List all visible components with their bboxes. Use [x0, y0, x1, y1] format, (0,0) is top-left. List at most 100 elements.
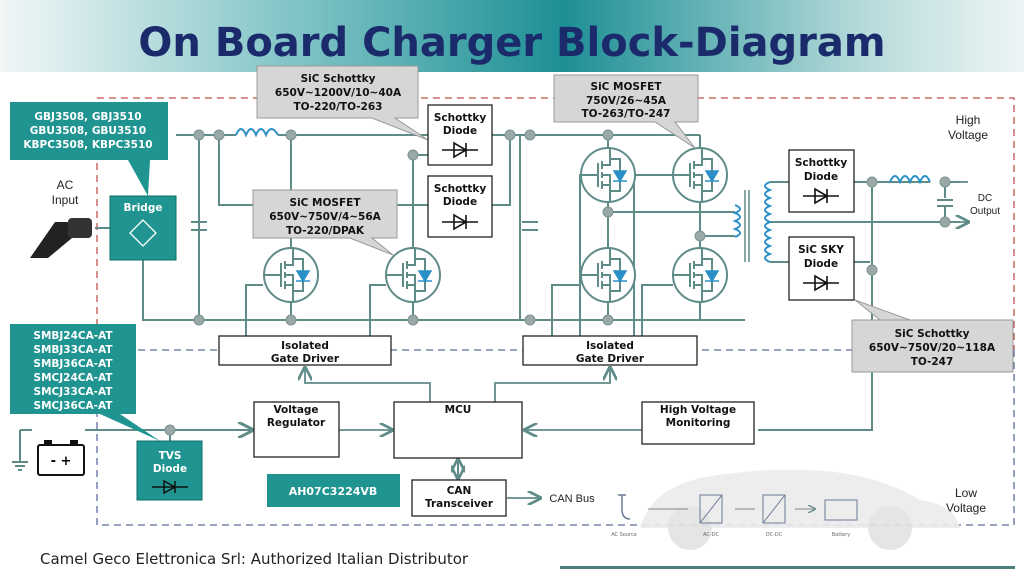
tvs-callout-5: SMCJ36CA-AT	[34, 400, 114, 412]
low-voltage-label: Low	[955, 486, 977, 500]
bridge-block	[109, 195, 177, 261]
callouts-sic-schottky-out-1: 650V~750V/20~118A	[869, 342, 996, 354]
svg-text:- +: - +	[51, 454, 72, 469]
sic-schottky-pfc-callout	[256, 65, 429, 141]
pfc-mosfet-2-icon	[385, 247, 441, 303]
llc-mosfet-1-icon	[580, 147, 636, 203]
transformer-primary-icon	[732, 204, 741, 238]
sic-schottky-out-callout	[851, 299, 1014, 373]
low-voltage-label-2: Voltage	[946, 501, 986, 515]
pfc-mosfet-1-icon	[263, 247, 319, 303]
low-voltage-zone	[96, 349, 1015, 526]
ac-input-label: AC	[57, 178, 74, 192]
footer-text: Camel Geco Elettronica Srl: Authorized I…	[40, 550, 469, 568]
car-label-battery: Battery	[832, 532, 851, 538]
plug-icon	[618, 494, 631, 520]
callouts-sic-mosfet-llc-2: TO-263/TO-247	[582, 108, 671, 120]
car-label-ac-source: AC Source	[611, 532, 637, 538]
hv-wiring	[95, 128, 968, 431]
callouts-sic-schottky-pfc-1: 650V~1200V/10~40A	[275, 87, 402, 99]
footer-rule	[560, 566, 1015, 569]
car-graphic: AC Source AC-DC DC-DC Battery	[611, 469, 960, 550]
blocks-hv-monitoring-0: High Voltage	[660, 404, 736, 416]
sic-sky-diode: SiC SKY Diode	[788, 236, 855, 301]
mcu-block: MCU	[393, 401, 523, 459]
bridge-part-2: GBU3508, GBU3510	[30, 125, 146, 137]
blocks-can-transceiver-1: Transceiver	[425, 498, 494, 510]
callouts-sic-mosfet-pfc-0: SiC MOSFET	[290, 197, 362, 209]
blocks-sic-sky-diode-1: Diode	[804, 258, 838, 270]
ac-input-label-2: Input	[52, 193, 79, 207]
blocks-schottky-diode-1-0: Schottky	[434, 112, 486, 124]
can-part-label: AH07C3224VB	[289, 485, 378, 498]
blocks-tvs-diode-1: Diode	[153, 463, 187, 475]
blocks-mcu: MCU	[445, 404, 472, 416]
battery-small-icon	[824, 499, 858, 521]
bridge-label: Bridge	[124, 202, 163, 214]
blocks-schottky-diode-1-1: Diode	[443, 125, 477, 137]
blocks-tvs-diode-0: TVS	[159, 450, 182, 462]
tvs-callout-2: SMBJ36CA-AT	[33, 358, 113, 370]
can-bus-label: CAN Bus	[549, 493, 595, 505]
llc-mosfet-2-icon	[672, 147, 728, 203]
page-title: On Board Charger Block-Diagram	[138, 20, 885, 66]
bridge-rectifier-icon	[129, 219, 157, 247]
can-part-callout	[267, 474, 400, 507]
blocks-voltage-regulator-1: Regulator	[267, 417, 326, 429]
lv-wiring	[12, 368, 642, 498]
high-voltage-label-2: Voltage	[948, 128, 988, 142]
llc-mosfet-3-icon	[580, 247, 636, 303]
blocks-schottky-diode-3-0: Schottky	[795, 157, 847, 169]
blocks-sic-sky-diode-0: SiC SKY	[798, 244, 844, 256]
transformer-secondary-icon	[764, 181, 773, 263]
blocks-gate-driver-2-0: Isolated	[586, 340, 634, 352]
bridge-part-1: GBJ3508, GBJ3510	[34, 111, 141, 123]
circuit-nodes	[193, 129, 951, 326]
high-voltage-label: High	[956, 113, 981, 127]
pfc-inductor-icon	[235, 128, 279, 138]
blocks-voltage-regulator-0: Voltage	[273, 404, 318, 416]
tvs-callout-1: SMBJ33CA-AT	[33, 344, 113, 356]
car-battery-icon: - +	[37, 440, 85, 476]
output-inductor-icon	[889, 175, 931, 185]
callouts-sic-mosfet-pfc-1: 650V~750V/4~56A	[269, 211, 381, 223]
tvs-callout-0: SMBJ24CA-AT	[33, 330, 113, 342]
blocks-gate-driver-1-0: Isolated	[281, 340, 329, 352]
callouts-sic-schottky-pfc-2: TO-220/TO-263	[294, 101, 383, 113]
callouts-sic-mosfet-llc-0: SiC MOSFET	[591, 81, 663, 93]
tvs-callout-4: SMCJ33CA-AT	[34, 386, 114, 398]
callouts-sic-mosfet-pfc-2: TO-220/DPAK	[286, 225, 365, 237]
ac-plug-icon	[30, 218, 92, 258]
blocks-schottky-diode-2-1: Diode	[443, 196, 477, 208]
dc-output-label: DC	[978, 193, 992, 204]
blocks-can-transceiver-0: CAN	[447, 485, 472, 497]
blocks-schottky-diode-3-1: Diode	[804, 171, 838, 183]
bridge-part-callout	[10, 102, 168, 196]
blocks-hv-monitoring-1: Monitoring	[666, 417, 731, 429]
blocks-gate-driver-1-1: Gate Driver	[271, 353, 340, 365]
dc-dc-icon	[762, 494, 786, 524]
tvs-part-callout	[10, 324, 160, 441]
sic-mosfet-pfc-callout	[252, 189, 398, 256]
car-label-ac-dc: AC-DC	[703, 532, 719, 538]
callouts-sic-schottky-out-0: SiC Schottky	[895, 328, 970, 340]
callouts-sic-mosfet-llc-1: 750V/26~45A	[586, 95, 667, 107]
callouts-sic-schottky-out-2: TO-247	[911, 356, 954, 368]
blocks-schottky-diode-2-0: Schottky	[434, 183, 486, 195]
sic-mosfet-llc-callout	[553, 74, 699, 149]
tvs-callout-3: SMCJ24CA-AT	[34, 372, 114, 384]
title-banner	[0, 0, 1024, 72]
llc-mosfet-4-icon	[672, 247, 728, 303]
blocks-gate-driver-2-1: Gate Driver	[576, 353, 645, 365]
bridge-part-3: KBPC3508, KBPC3510	[23, 139, 152, 151]
